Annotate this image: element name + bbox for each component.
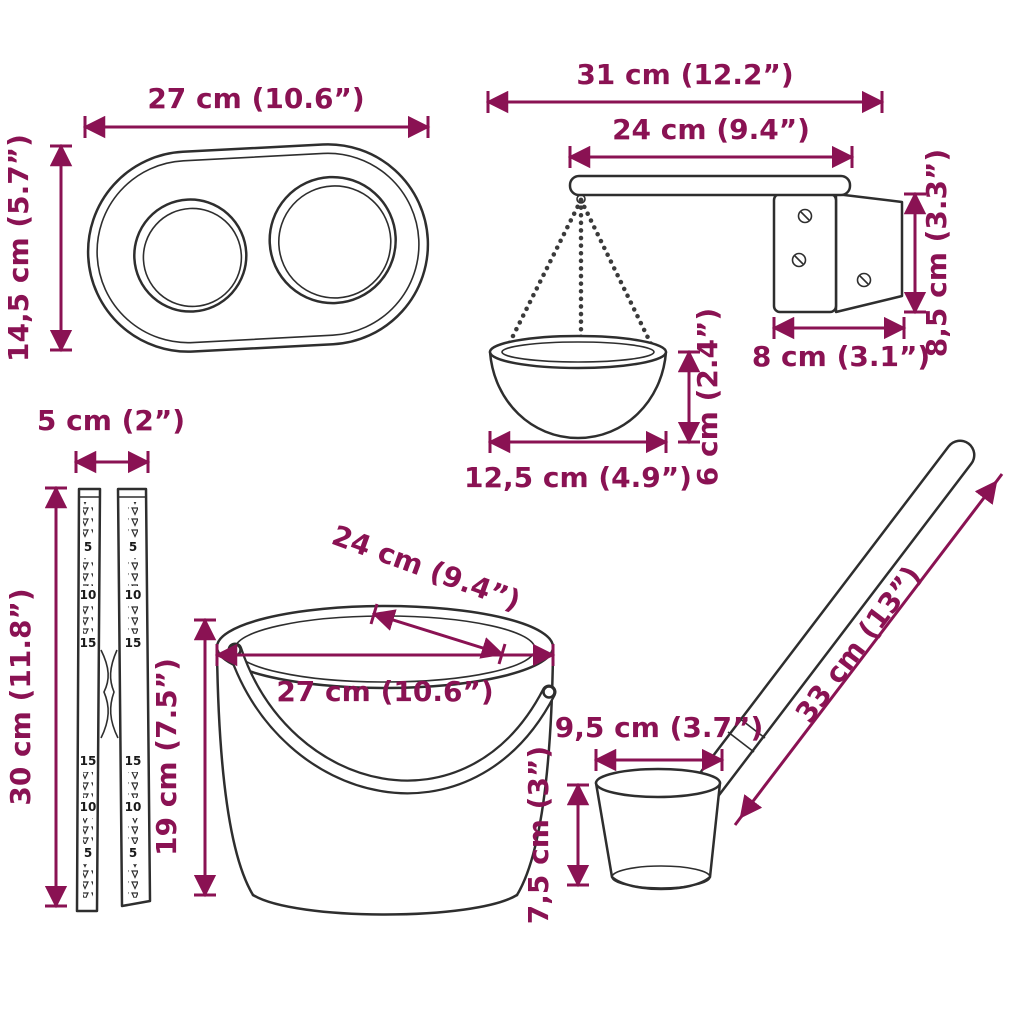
- timer-scale-right: 5 10 15 15 10 5: [125, 502, 142, 898]
- bracket-planter-figure: [488, 174, 904, 440]
- bucket-bottom: [251, 893, 519, 916]
- timer-scale-number: 15: [80, 636, 97, 650]
- timer-height-label: 30 cm (11.8”): [4, 588, 37, 805]
- headrest-left-hole-inner: [142, 207, 243, 308]
- timer-scale-number: 5: [84, 846, 92, 860]
- ladle-cup-rim: [594, 767, 722, 799]
- bracket-arm-label: 24 cm (9.4”): [612, 113, 810, 146]
- headrest-height-dimension: 14,5 cm (5.7”): [2, 134, 73, 362]
- bucket-handle-mount: [542, 685, 556, 699]
- headrest-width-dimension: 27 cm (10.6”): [82, 82, 431, 139]
- bowl-height-dimension: 6 cm (2.4”): [677, 308, 724, 486]
- screw-icon: [797, 208, 813, 224]
- bracket-total-width-label: 31 cm (12.2”): [576, 58, 793, 91]
- bowl-rim-inner: [501, 341, 655, 363]
- timer-scale-number: 15: [80, 754, 97, 768]
- ladle-figure: [594, 439, 976, 891]
- bucket-width-dimension: 27 cm (10.6”): [214, 643, 556, 708]
- bucket-rim-diameter-label: 24 cm (9.4”): [328, 519, 525, 618]
- headrest-left-hole: [133, 198, 248, 313]
- timer-scale-number: 5: [129, 846, 137, 860]
- ladle-cup-bottom: [611, 865, 711, 889]
- bracket-front-plate: [772, 192, 838, 314]
- timer-right-rail: [116, 487, 152, 908]
- headrest-inner-outline: [96, 152, 420, 344]
- headrest-figure: [86, 143, 430, 353]
- bowl-rim: [488, 334, 668, 370]
- ladle-cup-height-dimension: 7,5 cm (3”): [522, 746, 590, 924]
- bracket-arm-dimension: 24 cm (9.4”): [567, 113, 855, 169]
- chain-left: [505, 197, 584, 349]
- timer-scale-number: 10: [80, 800, 97, 814]
- sand-timer-figure: 5 10 15 15 10 5 5 10 15 15 10 5: [75, 487, 152, 913]
- timer-width-label: 5 cm (2”): [37, 404, 185, 437]
- timer-glass: [100, 649, 109, 739]
- bracket-arm: [568, 174, 852, 197]
- ladle-cup-diameter-dimension: 9,5 cm (3.7”): [555, 711, 763, 772]
- ladle-cup-diameter-label: 9,5 cm (3.7”): [555, 711, 763, 744]
- timer-scale-number: 10: [125, 800, 142, 814]
- timer-scale-left: 5 10 15 15 10 5: [80, 502, 97, 898]
- screw-icon: [856, 272, 872, 288]
- headrest-height-label: 14,5 cm (5.7”): [2, 134, 35, 362]
- headrest-width-label: 27 cm (10.6”): [147, 82, 364, 115]
- timer-scale-number: 10: [125, 588, 142, 602]
- bracket-plate-width-dimension: 8 cm (3.1”): [752, 316, 930, 373]
- ladle-cup-height-label: 7,5 cm (3”): [522, 746, 555, 924]
- chain-hook: [576, 194, 586, 204]
- timer-scale-number: 15: [125, 754, 142, 768]
- timer-scale-number: 10: [80, 588, 97, 602]
- bucket-height-label: 19 cm (7.5”): [150, 658, 183, 856]
- timer-glass: [109, 649, 119, 739]
- bowl-diameter-label: 12,5 cm (4.9”): [464, 461, 692, 494]
- timer-scale-number: 15: [125, 636, 142, 650]
- timer-scale-number: 5: [84, 540, 92, 554]
- bracket-side-plate: [834, 192, 904, 314]
- timer-height-dimension: 30 cm (11.8”): [4, 485, 68, 909]
- bucket-height-dimension: 19 cm (7.5”): [150, 617, 217, 898]
- chain-right: [578, 197, 655, 349]
- headrest-right-hole: [268, 175, 397, 305]
- bracket-plate-width-label: 8 cm (3.1”): [752, 340, 930, 373]
- bucket-left-side: [215, 650, 255, 897]
- bracket-total-width-dimension: 31 cm (12.2”): [485, 58, 885, 114]
- bucket-width-label: 27 cm (10.6”): [276, 675, 493, 708]
- headrest-outline: [86, 143, 430, 353]
- bracket-plate-height-dimension: 8,5 cm (3.3”): [903, 149, 953, 357]
- bracket-plate-height-label: 8,5 cm (3.3”): [920, 149, 953, 357]
- headrest-right-hole-inner: [277, 185, 392, 299]
- timer-scale-number: 5: [129, 540, 137, 554]
- bowl-height-label: 6 cm (2.4”): [691, 308, 724, 486]
- bowl-diameter-dimension: 12,5 cm (4.9”): [464, 430, 692, 494]
- timer-left-rail: [75, 487, 102, 913]
- ladle-handle-dimension: 33 cm (13”): [733, 473, 1004, 826]
- timer-width-dimension: 5 cm (2”): [37, 404, 185, 474]
- screw-icon: [791, 252, 807, 268]
